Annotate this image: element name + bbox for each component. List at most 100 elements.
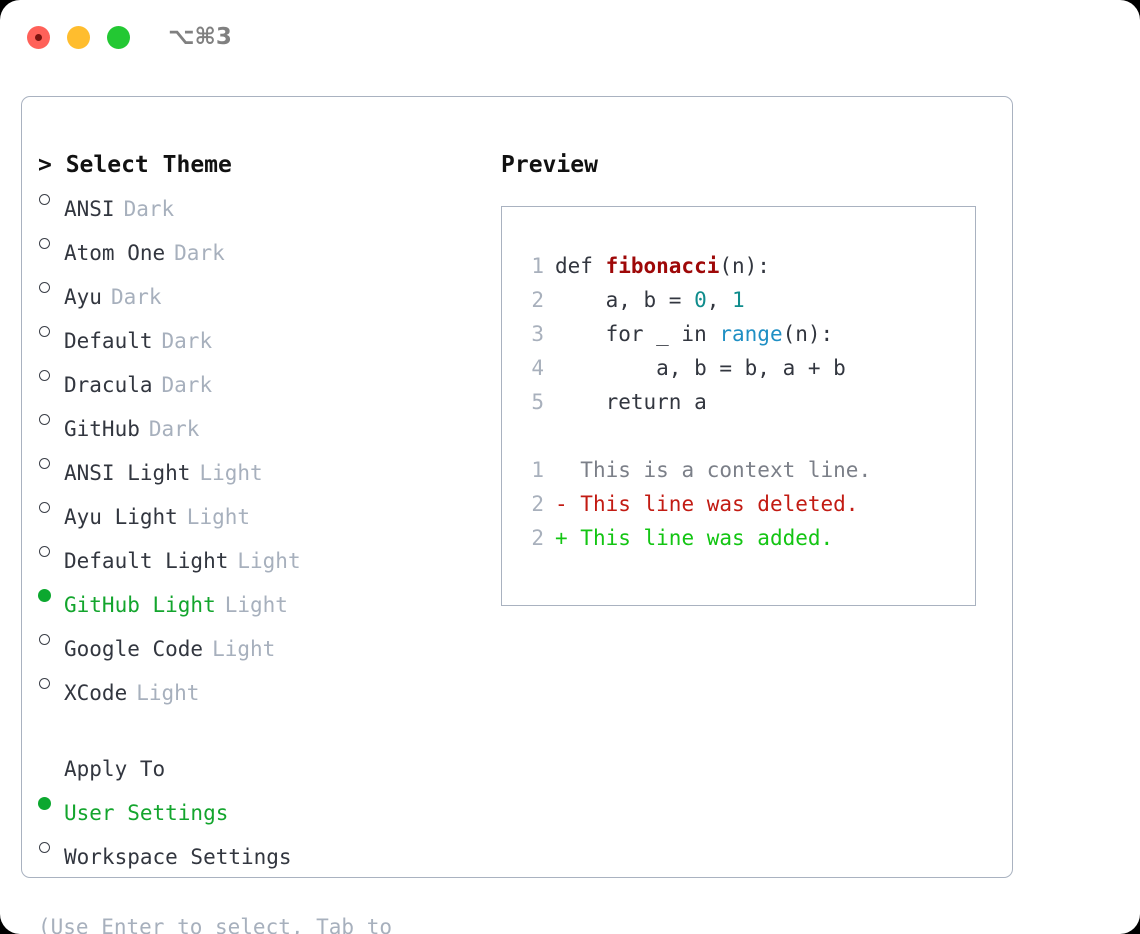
radio-unselected-icon (38, 358, 64, 392)
theme-option-ayu-light[interactable]: Ayu Light Light (38, 490, 478, 534)
code-token: 1 (732, 288, 745, 312)
radio-unselected-icon (38, 314, 64, 348)
line-number: 4 (531, 356, 544, 380)
code-line-text: return a (555, 385, 707, 419)
radio-unselected-icon (38, 446, 64, 480)
theme-option-ansi-light[interactable]: ANSI Light Light (38, 446, 478, 490)
code-line-text: def fibonacci(n): (555, 249, 770, 283)
radio-unselected-icon (38, 666, 64, 700)
code-token: def (555, 254, 606, 278)
theme-option-label: Dracula (64, 373, 153, 397)
traffic-lights (27, 26, 130, 49)
theme-variant-tag: Dark (148, 417, 200, 441)
keyboard-hint-text: (Use Enter to select, Tab to change focu… (38, 915, 393, 934)
radio-selected-icon (38, 578, 64, 612)
radio-unselected-icon (38, 226, 64, 260)
theme-option-ansi[interactable]: ANSI Dark (38, 182, 478, 226)
theme-variant-tag: Light (212, 637, 276, 661)
line-number: 2 (531, 526, 544, 550)
apply-to-header-row: Apply To (38, 742, 478, 786)
diff-marker (555, 453, 580, 487)
theme-variant-tag: Light (199, 461, 263, 485)
theme-option-default[interactable]: Default Dark (38, 314, 478, 358)
diff-marker: - (555, 492, 581, 516)
diff-line-text: This is a context line. (580, 458, 872, 482)
theme-variant-tag: Dark (161, 373, 213, 397)
theme-option-label: GitHub (64, 417, 140, 441)
radio-unselected-icon (38, 830, 64, 864)
select-theme-header: > Select Theme (38, 152, 232, 178)
code-spacer (518, 419, 975, 453)
radio-unselected-icon (38, 402, 64, 436)
theme-variant-tag: Light (136, 681, 200, 705)
theme-option-label: Default Light (64, 549, 229, 573)
line-number: 2 (531, 288, 544, 312)
code-line-text: for _ in range(n): (555, 317, 834, 351)
apply-to-header: Apply To (64, 757, 166, 781)
no-bullet-icon (38, 742, 64, 776)
line-number: 3 (531, 322, 544, 346)
maximize-window-button[interactable] (107, 26, 130, 49)
code-line-text: a, b = 0, 1 (555, 283, 745, 317)
theme-option-label: ANSI Light (64, 461, 191, 485)
theme-variant-tag: Light (186, 505, 251, 529)
radio-unselected-icon (38, 490, 64, 524)
apply-to-option-user-settings[interactable]: User Settings (38, 786, 478, 830)
theme-option-label: Ayu Light (64, 505, 178, 529)
radio-unselected-icon (38, 182, 64, 216)
theme-variant-tag: Dark (123, 197, 175, 221)
code-token: range (719, 322, 783, 346)
diff-line: 2+ This line was added. (518, 521, 975, 555)
line-number: 5 (531, 390, 544, 414)
theme-option-github[interactable]: GitHub Dark (38, 402, 478, 446)
title-bar: ⌥⌘3 (0, 0, 1140, 78)
minimize-window-button[interactable] (67, 26, 90, 49)
theme-option-label: Atom One (64, 241, 166, 265)
keyboard-shortcut-label: ⌥⌘3 (168, 24, 232, 50)
code-token: (n): (782, 322, 834, 346)
radio-unselected-icon (38, 270, 64, 304)
theme-variant-tag: Dark (161, 329, 213, 353)
preview-title: Preview (501, 152, 598, 178)
apply-to-option-label: User Settings (64, 801, 229, 825)
code-token: 0 (694, 288, 707, 312)
diff-sample: 1 This is a context line.2- This line wa… (518, 453, 975, 555)
theme-option-atom-one[interactable]: Atom One Dark (38, 226, 478, 270)
code-token: for _ in (555, 322, 720, 346)
code-token: return a (555, 390, 707, 414)
code-token: a, b = b, a + b (555, 356, 846, 380)
code-line: 5 return a (518, 385, 975, 419)
close-window-button[interactable] (27, 26, 50, 49)
theme-option-label: GitHub Light (64, 593, 216, 617)
radio-unselected-icon (38, 534, 64, 568)
theme-option-default-light[interactable]: Default Light Light (38, 534, 478, 578)
theme-option-label: ANSI (64, 197, 115, 221)
code-token: fibonacci (605, 254, 720, 278)
theme-option-dracula[interactable]: Dracula Dark (38, 358, 478, 402)
theme-option-label: Default (64, 329, 153, 353)
diff-marker: + (555, 526, 581, 550)
code-line-text: a, b = b, a + b (555, 351, 846, 385)
apply-to-option-workspace-settings[interactable]: Workspace Settings (38, 830, 478, 874)
theme-variant-tag: Dark (174, 241, 225, 265)
diff-line-text: This line was deleted. (580, 492, 859, 516)
code-token: a, b = (555, 288, 695, 312)
theme-variant-tag: Light (237, 549, 301, 573)
line-number: 2 (531, 492, 544, 516)
code-token: , (706, 288, 733, 312)
apply-to-option-label: Workspace Settings (64, 845, 292, 869)
code-line: 2 a, b = 0, 1 (518, 283, 975, 317)
diff-line: 2- This line was deleted. (518, 487, 975, 521)
diff-line: 1 This is a context line. (518, 453, 975, 487)
